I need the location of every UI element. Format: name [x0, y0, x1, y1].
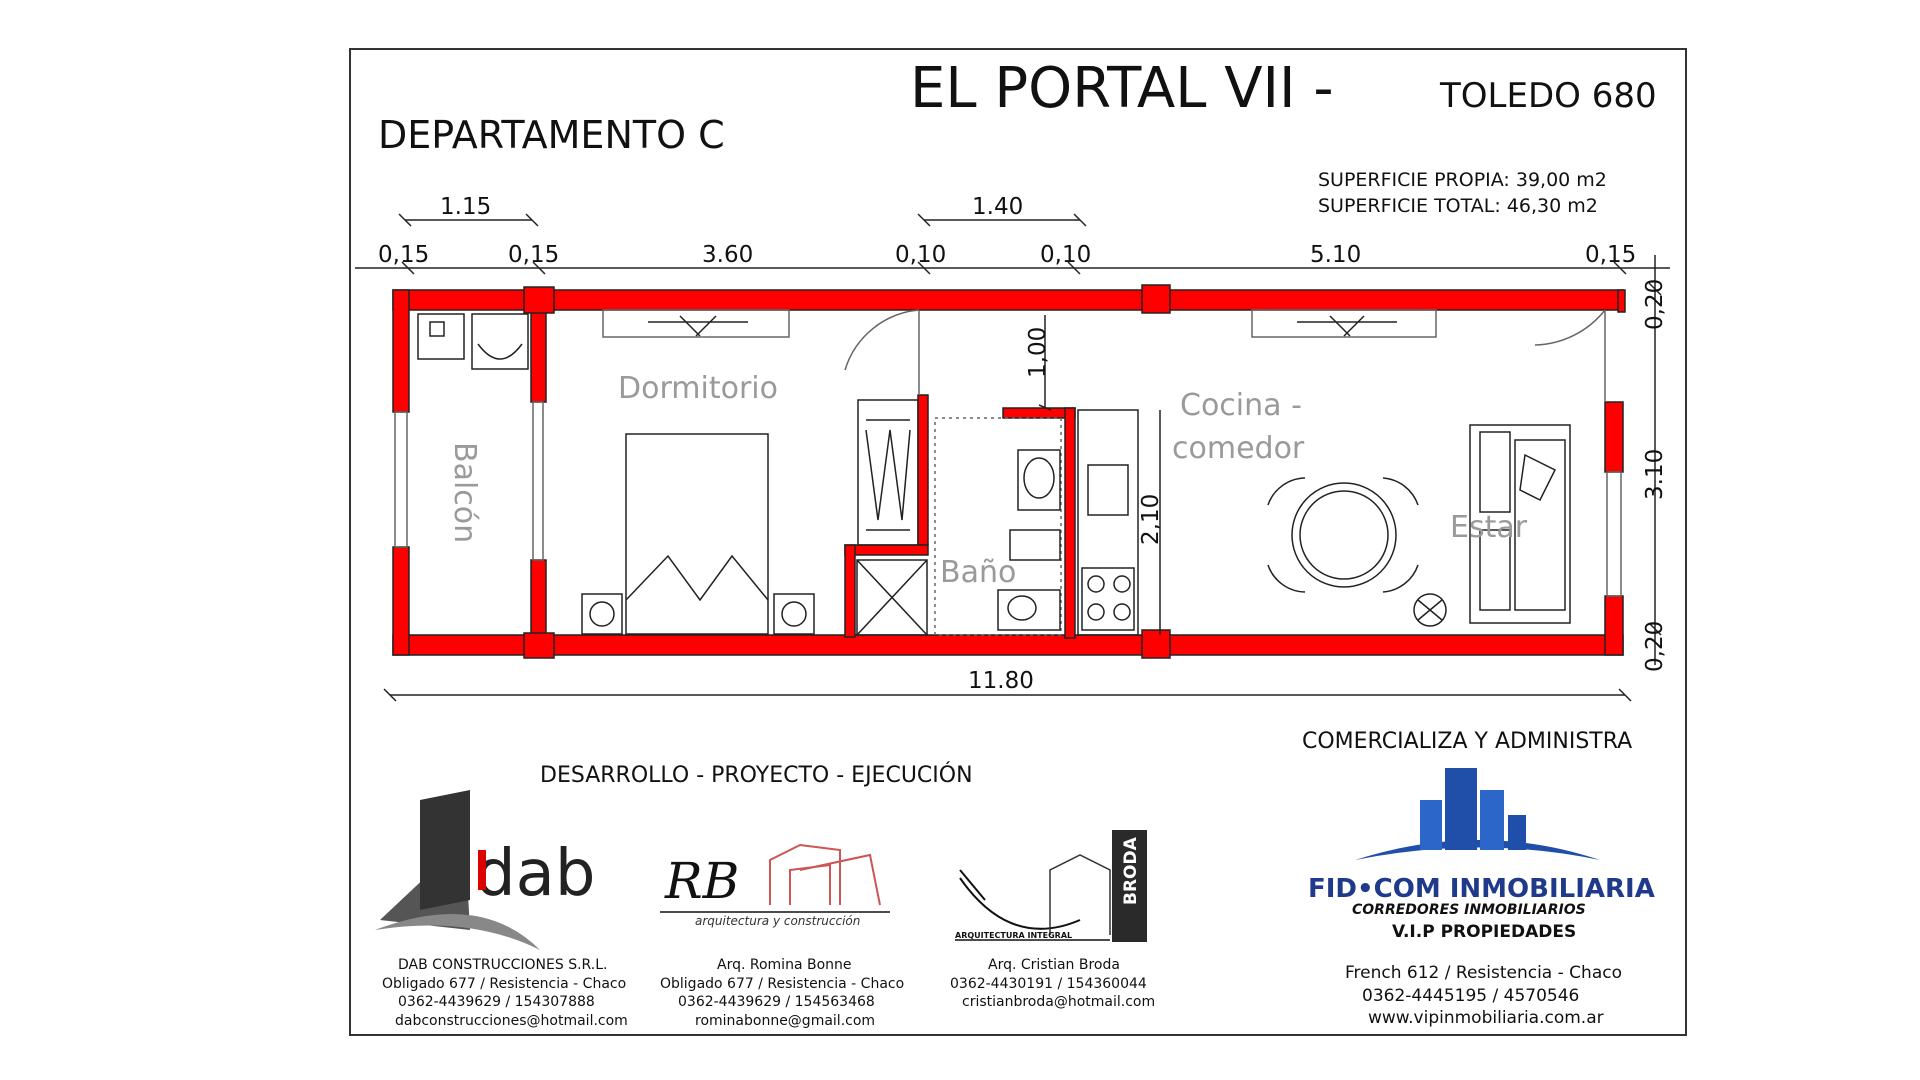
fidcom-logo: FID•COM INMOBILIARIA CORREDORES INMOBILI…: [1308, 768, 1655, 942]
broda-logo: BRODA ARQUITECTURA INTEGRAL: [955, 830, 1147, 942]
rb-phone: 0362-4439629 / 154563468: [678, 994, 875, 1010]
top-dimensions: 1.15 1.40 0,15 0,15 3.60 0,10 0,10 5.10 …: [355, 194, 1670, 275]
broda-email: cristianbroda@hotmail.com: [962, 994, 1155, 1010]
dim-top-1: 0,15: [378, 242, 429, 268]
project-title: EL PORTAL VII -: [910, 56, 1334, 121]
room-kitchen-line1: Cocina -: [1180, 388, 1302, 423]
bottom-dimension: 11.80: [383, 668, 1632, 702]
fidcom-brand: V.I.P PROPIEDADES: [1392, 922, 1576, 942]
dim-top-7: 0,15: [1585, 242, 1636, 268]
room-living: Estar: [1450, 510, 1528, 545]
dim-total-length: 11.80: [968, 668, 1034, 694]
bathroom-fixtures: [856, 417, 1062, 636]
dining-table: [1267, 477, 1419, 593]
bedroom-furniture: [581, 399, 919, 635]
windows: [394, 309, 1622, 597]
surface-total: SUPERFICIE TOTAL: 46,30 m2: [1318, 195, 1598, 217]
development-heading: DESARROLLO - PROYECTO - EJECUCIÓN: [540, 762, 973, 788]
rb-wordmark: RB: [664, 852, 739, 910]
rb-tagline: arquitectura y construcción: [695, 914, 860, 928]
fidcom-phone: 0362-4445195 / 4570546: [1362, 986, 1579, 1006]
walls: [392, 284, 1626, 659]
sales-heading: COMERCIALIZA Y ADMINISTRA: [1302, 729, 1632, 754]
dab-logo: dab: [375, 790, 595, 950]
kitchen-fixtures: [1077, 409, 1139, 636]
broda-name: Arq. Cristian Broda: [988, 957, 1120, 973]
rb-logo: RB arquitectura y construcción: [660, 843, 890, 928]
surface-own: SUPERFICIE PROPIA: 39,00 m2: [1318, 169, 1607, 191]
dim-top-4: 0,10: [895, 242, 946, 268]
balcony-fixtures: [417, 313, 529, 370]
rb-email: rominabonne@gmail.com: [695, 1013, 875, 1029]
broda-wordmark: BRODA: [1121, 836, 1141, 905]
dab-name: DAB CONSTRUCCIONES S.R.L.: [398, 957, 607, 973]
fidcom-web: www.vipinmobiliaria.com.ar: [1368, 1008, 1604, 1028]
room-bathroom: Baño: [940, 555, 1016, 590]
dim-right-top: 0,20: [1642, 279, 1668, 330]
unit-name: DEPARTAMENTO C: [378, 113, 725, 157]
living-furniture: [1413, 424, 1571, 627]
room-balcony: Balcón: [447, 442, 482, 543]
dim-door-height: 1,00: [1025, 327, 1051, 378]
room-kitchen-line2: comedor: [1172, 431, 1305, 466]
rb-name: Arq. Romina Bonne: [717, 957, 852, 973]
dim-top-2: 0,15: [508, 242, 559, 268]
right-dimensions: 0,20 3.10 0,20: [1642, 255, 1668, 672]
broda-tagline: ARQUITECTURA INTEGRAL: [955, 931, 1072, 940]
room-bedroom: Dormitorio: [618, 371, 778, 406]
dim-top-6: 5.10: [1310, 242, 1361, 268]
sheet-border: [349, 48, 1687, 1036]
dim-right-mid: 3.10: [1642, 449, 1668, 500]
dim-bath-width: 1.40: [972, 194, 1023, 220]
dab-phone: 0362-4439629 / 154307888: [398, 994, 595, 1010]
fidcom-address: French 612 / Resistencia - Chaco: [1345, 963, 1622, 983]
doors: [844, 309, 1606, 411]
project-address: TOLEDO 680: [1439, 76, 1657, 116]
broda-phone: 0362-4430191 / 154360044: [950, 976, 1147, 992]
dab-email: dabconstrucciones@hotmail.com: [395, 1013, 628, 1029]
dab-address: Obligado 677 / Resistencia - Chaco: [382, 976, 626, 992]
dim-top-5: 0,10: [1040, 242, 1091, 268]
fidcom-subtitle: CORREDORES INMOBILIARIOS: [1352, 902, 1586, 918]
dab-wordmark: dab: [475, 837, 595, 911]
dim-top-3: 3.60: [702, 242, 753, 268]
dim-balcony-width: 1.15: [440, 194, 491, 220]
fidcom-wordmark: FID•COM INMOBILIARIA: [1308, 874, 1655, 904]
dim-right-bottom: 0,20: [1642, 621, 1668, 672]
rb-address: Obligado 677 / Resistencia - Chaco: [660, 976, 904, 992]
